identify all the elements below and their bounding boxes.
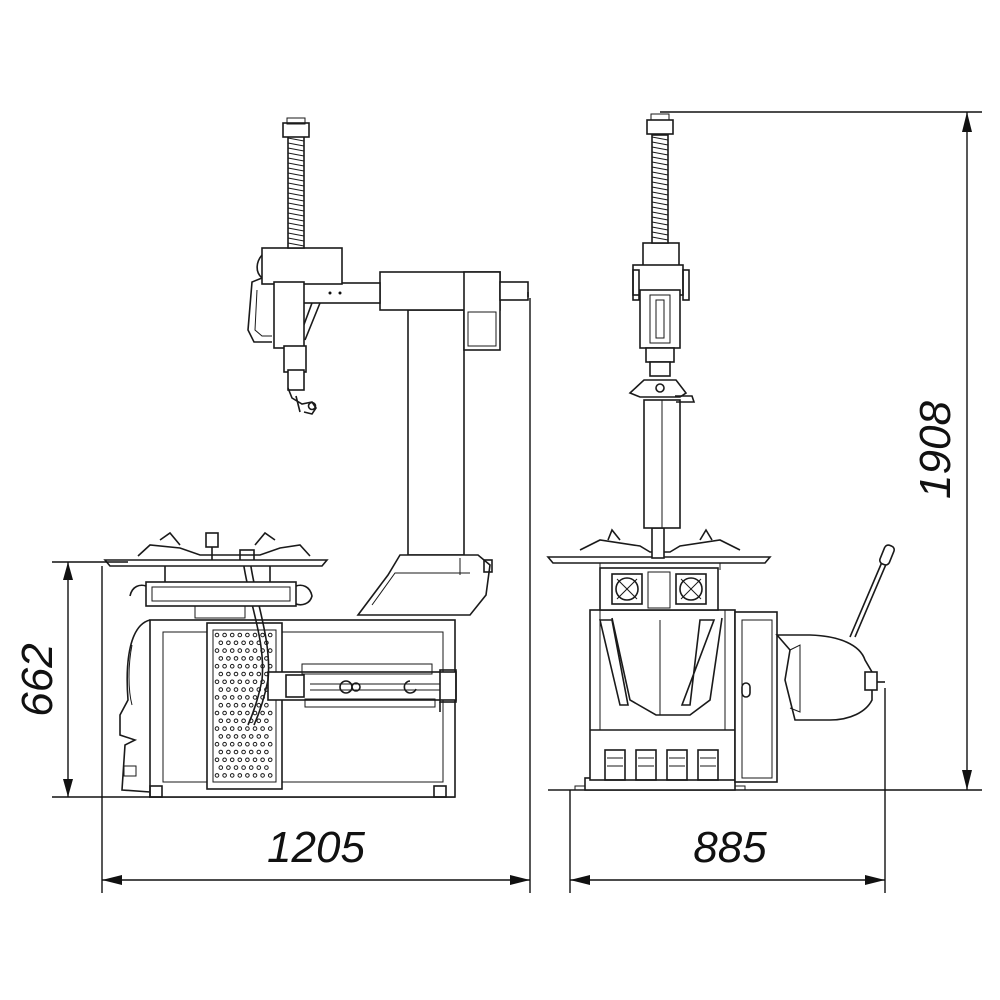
front-column: [356, 309, 493, 616]
side-mount-head: [628, 113, 696, 403]
bead-breaker-arm: [267, 663, 457, 712]
side-column: [643, 399, 681, 529]
side-motor-housing: [734, 544, 895, 783]
side-cabinet: [589, 609, 736, 781]
front-view: [103, 117, 529, 798]
dim-label-1908: 1908: [911, 401, 960, 499]
front-mount-head: [247, 117, 343, 415]
dimension-lines: [52, 111, 982, 893]
perforated-panel: [206, 622, 283, 790]
side-view: [546, 113, 895, 791]
front-turntable: [103, 531, 329, 619]
dim-label-662: 662: [13, 643, 62, 716]
side-turntable: [546, 527, 772, 570]
dim-label-885: 885: [693, 823, 767, 872]
dim-label-1205: 1205: [267, 823, 365, 872]
front-cabinet: [119, 619, 456, 798]
side-gearbox: [599, 567, 719, 611]
dimension-labels: 662 1205 885 1908: [13, 401, 960, 872]
